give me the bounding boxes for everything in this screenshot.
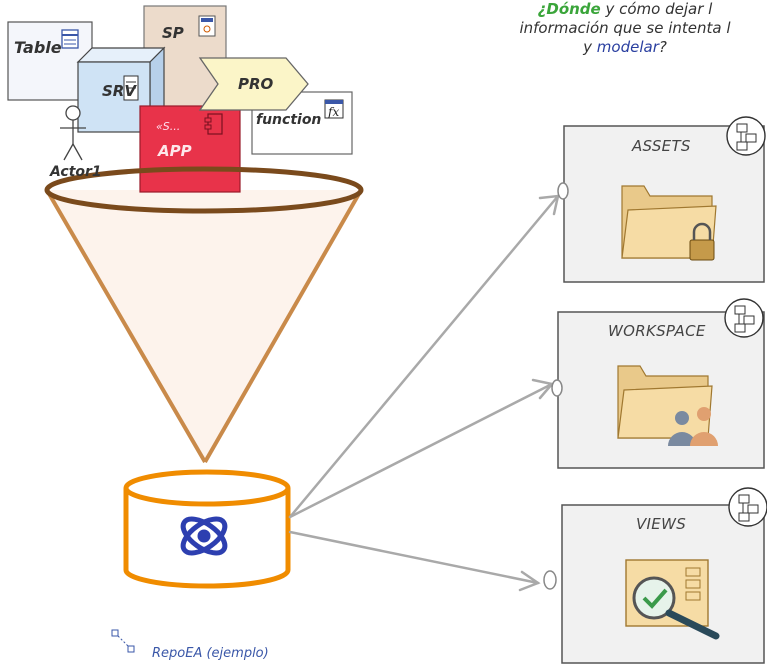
- server-icon: [123, 75, 139, 101]
- sp-label: SP: [162, 24, 184, 42]
- pro-element[interactable]: [198, 57, 309, 111]
- procedure-icon: [198, 15, 216, 37]
- heading-qmark: ?: [658, 38, 667, 56]
- app-component-icon: [204, 113, 223, 135]
- app-element[interactable]: [139, 105, 241, 193]
- heading-green: ¿Dónde: [537, 0, 601, 18]
- actor-figure[interactable]: [60, 105, 86, 161]
- heading-line1: y cómo dejar l: [600, 0, 713, 18]
- folder-lock-icon: [621, 185, 717, 261]
- package-views[interactable]: [543, 487, 767, 664]
- package-title-assets: ASSETS: [632, 137, 691, 155]
- repository-caption: RepoEA (ejemplo): [152, 646, 269, 661]
- package-workspace[interactable]: [551, 298, 765, 469]
- arrows: [288, 194, 560, 592]
- function-label: function: [256, 112, 322, 128]
- heading-modelar: modelar: [596, 38, 659, 56]
- srv-element[interactable]: [76, 46, 166, 134]
- app-label: APP: [158, 142, 192, 160]
- table-label: Table: [14, 38, 62, 57]
- heading-line3: y: [583, 38, 597, 56]
- app-stereotype: «S...: [156, 120, 181, 133]
- package-title-workspace: WORKSPACE: [608, 322, 706, 340]
- srv-label: SRV: [102, 82, 136, 100]
- package-badge-icon: [726, 116, 766, 156]
- heading-line2: información que se intenta l: [519, 19, 731, 37]
- folder-users-icon: [617, 365, 718, 446]
- package-badge-icon: [724, 298, 764, 338]
- package-title-views: VIEWS: [636, 515, 687, 533]
- funnel: [46, 190, 362, 464]
- svg-text:fx: fx: [327, 105, 339, 119]
- sparx-ea-logo-icon: [180, 516, 228, 556]
- function-element[interactable]: fx: [251, 91, 353, 155]
- function-fx-icon: fx: [324, 99, 344, 119]
- table-icon: [61, 29, 79, 49]
- package-badge-icon: [728, 487, 767, 527]
- diagram-check-icon: [625, 559, 720, 640]
- package-assets[interactable]: [557, 116, 766, 283]
- question-heading: ¿Dónde y cómo dejar l información que se…: [480, 0, 767, 57]
- relation-icon: [111, 629, 135, 653]
- actor-label: Actor1: [50, 164, 102, 180]
- pro-label: PRO: [238, 75, 274, 93]
- repository-database[interactable]: [123, 469, 291, 589]
- funnel-rim: [44, 166, 364, 214]
